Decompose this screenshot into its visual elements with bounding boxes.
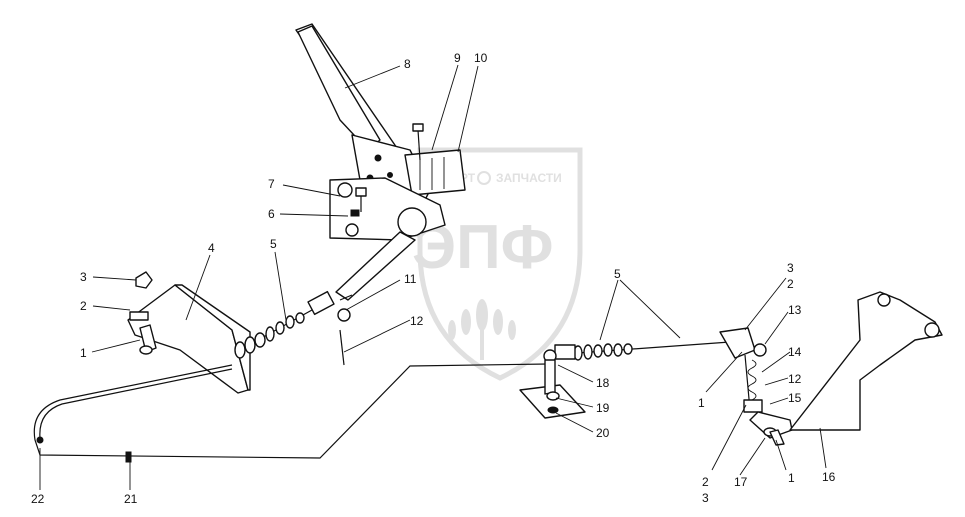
callout-2-top: 2 [787, 277, 794, 291]
lever-bracket-left [127, 271, 251, 394]
callout-3-left: 3 [80, 270, 87, 284]
cable-left [234, 290, 353, 366]
callout-1-mid: 1 [698, 396, 705, 410]
callout-3-bottom: 3 [702, 491, 709, 505]
callout-14: 14 [788, 345, 802, 359]
leader-lines [39, 64, 827, 490]
callout-3-top: 3 [787, 261, 794, 275]
callout-1-right: 1 [788, 471, 795, 485]
callout-1-left: 1 [80, 346, 87, 360]
callout-7: 7 [268, 177, 275, 191]
callout-5-left: 5 [270, 237, 277, 251]
callout-9: 9 [454, 51, 461, 65]
callout-12-right: 12 [788, 372, 802, 386]
callout-labels: 8 9 10 7 6 4 3 2 1 5 11 12 5 3 2 13 14 1… [31, 51, 836, 506]
callout-22: 22 [31, 492, 45, 506]
callout-12-left: 12 [410, 314, 424, 328]
watermark-top-text: ЗАПЧАСТИ [496, 171, 562, 185]
callout-6: 6 [268, 207, 275, 221]
callout-15: 15 [788, 391, 802, 405]
callout-13: 13 [788, 303, 802, 317]
callout-5-right: 5 [614, 267, 621, 281]
rod-lower [33, 363, 549, 463]
callout-8: 8 [404, 57, 411, 71]
callout-18: 18 [596, 376, 610, 390]
pedal-assembly [295, 23, 466, 301]
watermark-gear-icon [477, 171, 491, 185]
watermark-shield: ТАКПАРТ ЗАПЧАСТИ ЭПФ [412, 147, 583, 381]
callout-10: 10 [474, 51, 488, 65]
callout-2-bottom: 2 [702, 475, 709, 489]
callout-16: 16 [822, 470, 836, 484]
callout-4: 4 [208, 241, 215, 255]
watermark-wheat-icon [448, 299, 516, 360]
callout-17: 17 [734, 475, 748, 489]
callout-11: 11 [404, 272, 417, 286]
lever-right-assembly [719, 291, 943, 446]
callout-19: 19 [596, 401, 610, 415]
callout-20: 20 [596, 426, 610, 440]
callout-21: 21 [124, 492, 138, 506]
cable-right [519, 341, 731, 419]
callout-2-left: 2 [80, 299, 87, 313]
